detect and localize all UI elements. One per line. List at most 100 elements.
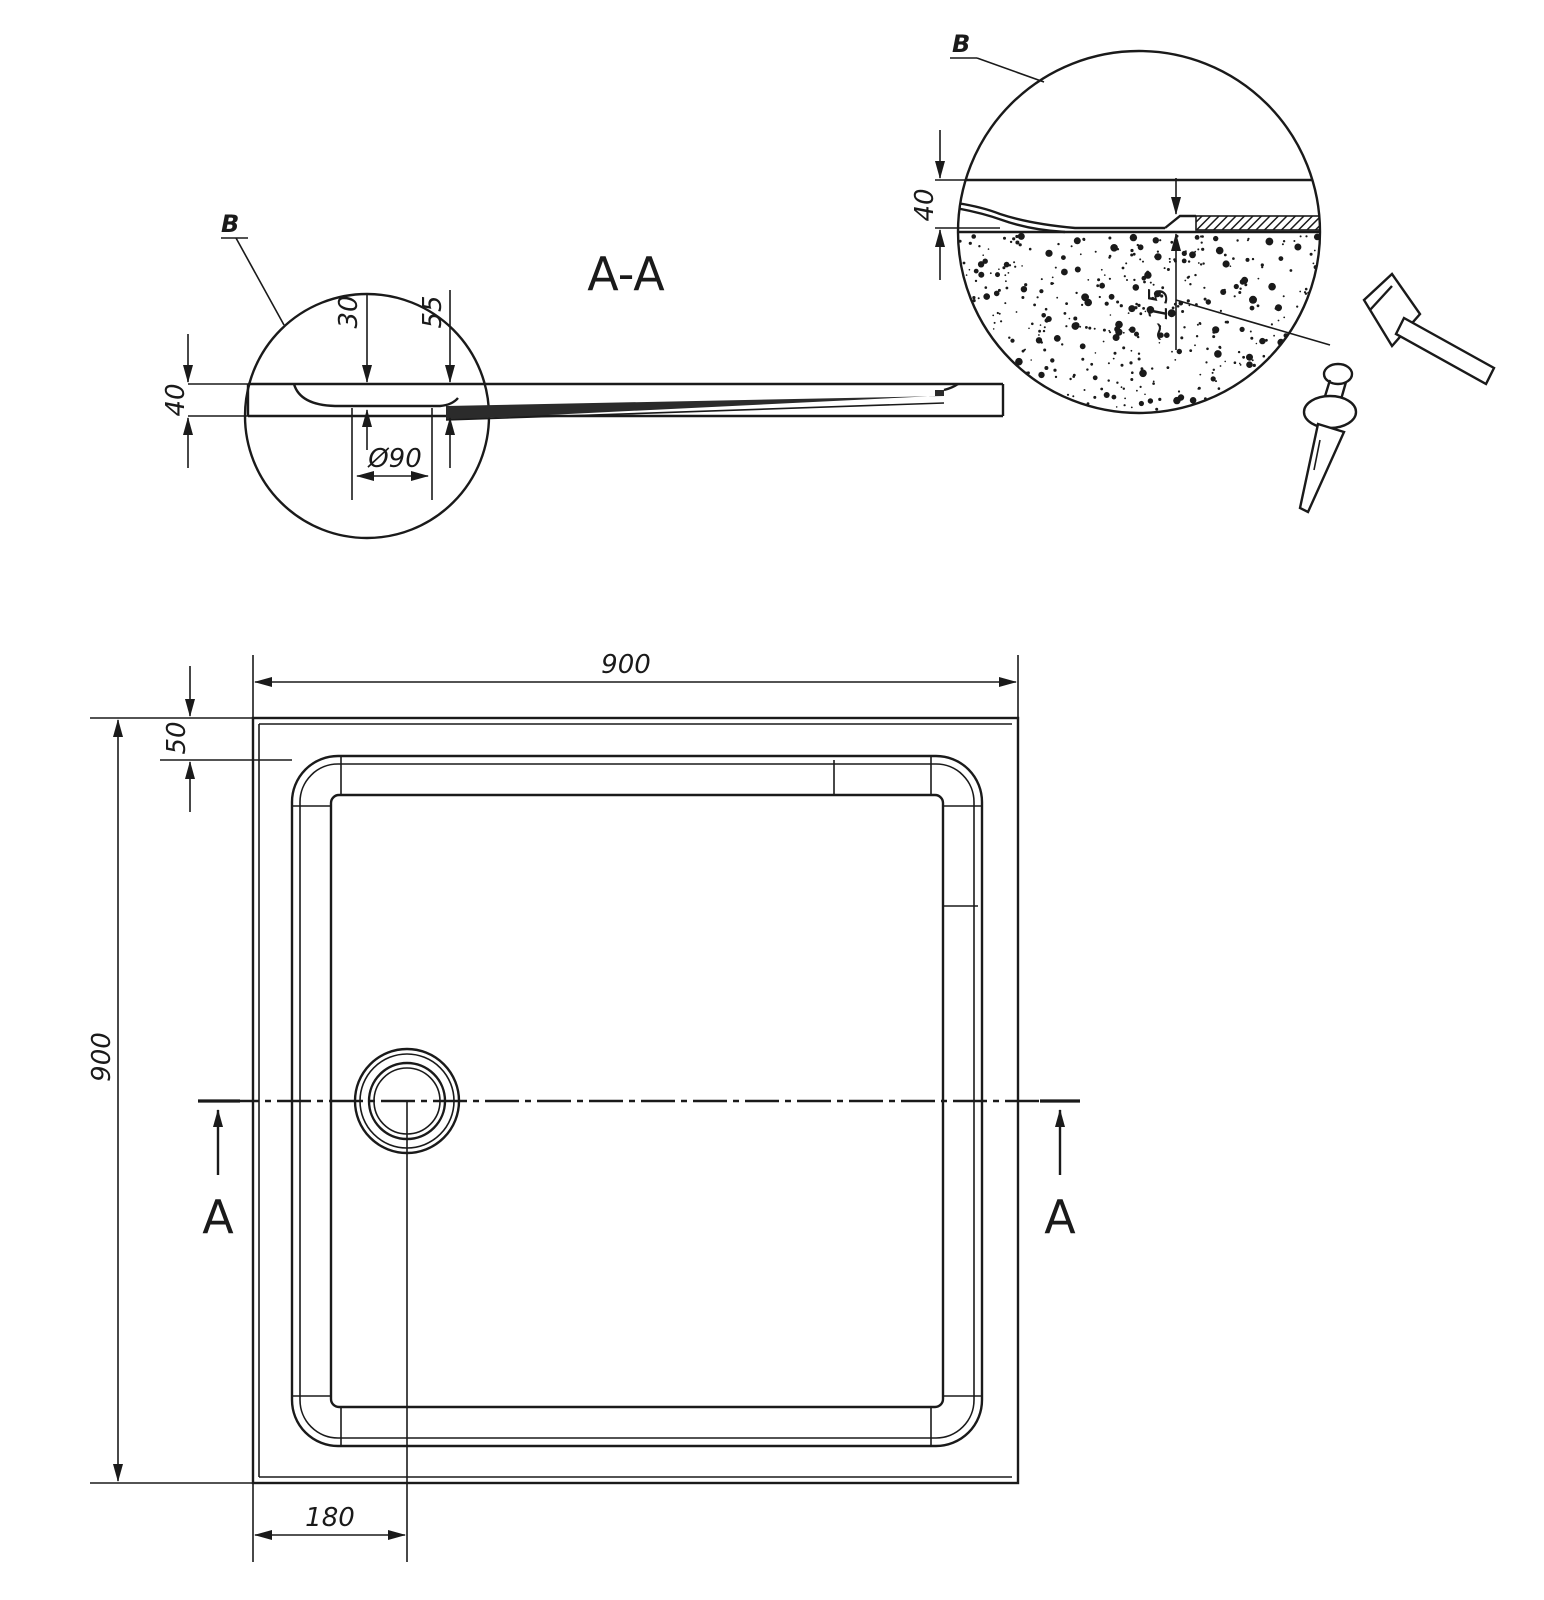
concrete-speckle <box>1219 309 1222 312</box>
concrete-speckle <box>1001 362 1003 365</box>
concrete-speckle <box>1309 341 1312 344</box>
concrete-speckle <box>962 261 966 265</box>
concrete-speckle <box>1185 408 1188 411</box>
concrete-speckle <box>1041 313 1046 318</box>
concrete-speckle <box>1015 240 1020 245</box>
concrete-speckle <box>1139 369 1147 378</box>
tile-hatch <box>1195 215 1320 231</box>
concrete-speckle <box>1288 365 1294 371</box>
concrete-speckle <box>1017 407 1019 410</box>
concrete-speckle <box>1126 279 1128 281</box>
concrete-speckle <box>1013 396 1017 400</box>
concrete-speckle <box>1023 349 1026 352</box>
concrete-speckle <box>959 292 966 299</box>
concrete-speckle <box>1108 277 1111 280</box>
concrete-speckle <box>1189 397 1197 404</box>
concrete-speckle <box>1294 343 1297 346</box>
concrete-speckle <box>1309 313 1312 316</box>
concrete-speckle <box>1250 402 1253 406</box>
concrete-speckle <box>1134 306 1138 310</box>
concrete-speckle <box>1224 360 1226 363</box>
concrete-speckle <box>1139 385 1142 388</box>
concrete-speckle <box>1121 266 1125 270</box>
concrete-speckle <box>1038 329 1041 333</box>
concrete-speckle <box>1181 310 1185 313</box>
concrete-speckle <box>962 380 965 383</box>
concrete-speckle <box>1151 296 1155 300</box>
concrete-speckle <box>1084 298 1092 307</box>
dim-30: 30 <box>334 295 372 450</box>
concrete-speckle <box>1276 378 1280 382</box>
concrete-speckle <box>1127 312 1130 314</box>
concrete-speckle <box>1144 393 1146 396</box>
concrete-speckle <box>1177 390 1181 393</box>
concrete-speckle <box>1003 236 1006 240</box>
concrete-speckle <box>1296 385 1300 388</box>
concrete-speckle <box>1323 273 1325 275</box>
concrete-speckle <box>1038 400 1041 403</box>
concrete-speckle <box>1187 275 1191 278</box>
concrete-speckle <box>963 295 966 298</box>
concrete-speckle <box>1133 278 1136 282</box>
concrete-speckle <box>1075 291 1078 295</box>
concrete-speckle <box>1093 327 1096 330</box>
concrete-speckle <box>1176 348 1183 355</box>
concrete-speckle <box>1062 408 1066 413</box>
concrete-speckle <box>1158 332 1164 339</box>
concrete-speckle <box>1088 326 1092 330</box>
concrete-speckle <box>965 274 968 276</box>
concrete-speckle <box>1245 257 1250 262</box>
concrete-speckle <box>1233 361 1237 365</box>
concrete-speckle <box>1073 237 1081 245</box>
concrete-speckle <box>998 268 1000 271</box>
concrete-speckle <box>1318 293 1320 296</box>
concrete-speckle <box>1149 281 1152 284</box>
concrete-speckle <box>1217 387 1221 390</box>
detail-b-circle <box>956 49 1322 415</box>
concrete-speckle <box>1214 350 1222 358</box>
concrete-speckle <box>1166 366 1170 369</box>
concrete-speckle <box>998 394 1002 398</box>
concrete-speckle <box>1138 400 1144 407</box>
drain-section: Ø90 <box>351 408 433 500</box>
plan-view: A A 900 900 50 180 <box>87 650 1080 1562</box>
concrete-speckle <box>1139 312 1143 316</box>
concrete-speckle <box>1021 265 1023 267</box>
concrete-speckle <box>1194 235 1200 240</box>
concrete-speckle <box>1017 232 1025 240</box>
concrete-speckle <box>1304 365 1310 371</box>
concrete-speckle <box>1147 398 1154 404</box>
concrete-speckle <box>1304 287 1308 291</box>
concrete-speckle <box>958 294 961 297</box>
drain-offset-dim: 180 <box>252 1483 406 1562</box>
concrete-speckle <box>1257 369 1263 375</box>
detail-b-leader <box>976 57 1045 83</box>
concrete-speckle <box>993 321 996 324</box>
concrete-speckle <box>987 248 990 250</box>
concrete-speckle <box>1200 235 1203 238</box>
concrete-speckle <box>1023 398 1026 401</box>
concrete-speckle <box>973 268 979 274</box>
concrete-speckle <box>1199 373 1202 376</box>
concrete-speckle <box>1154 253 1162 261</box>
concrete-speckle <box>1196 323 1199 326</box>
concrete-speckle <box>1103 392 1110 398</box>
section-height-label: 40 <box>161 383 191 416</box>
concrete-speckle <box>1044 307 1048 311</box>
concrete-speckle <box>1256 391 1263 397</box>
hammer-icon <box>1362 272 1496 386</box>
concrete-speckle <box>954 321 956 323</box>
concrete-speckle <box>1130 349 1133 352</box>
concrete-speckle <box>1201 247 1205 251</box>
concrete-speckle <box>1137 335 1140 339</box>
concrete-speckle <box>1256 404 1264 413</box>
concrete-speckle <box>1090 362 1094 366</box>
concrete-speckle <box>983 293 990 300</box>
concrete-speckle <box>1321 309 1324 312</box>
concrete-speckle <box>1028 247 1032 251</box>
concrete-speckle <box>1039 324 1042 326</box>
concrete-speckle <box>1096 284 1100 288</box>
concrete-speckle <box>1005 280 1007 283</box>
tray-slope-fill <box>446 390 944 420</box>
